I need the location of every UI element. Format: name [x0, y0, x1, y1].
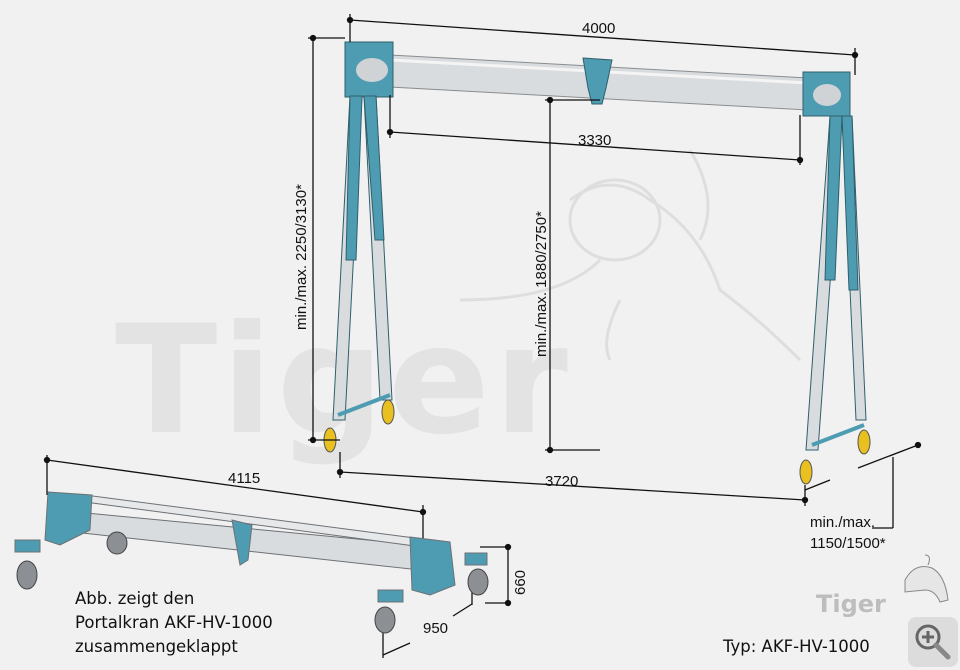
dim-height-inner: min./max. 1880/2750*	[533, 211, 550, 357]
folded-crane	[14, 491, 488, 603]
dim-inner-width: 3330	[578, 132, 611, 149]
logo-tiger-icon	[904, 554, 949, 603]
dim-folded-length: 4115	[228, 470, 260, 487]
caption-line: zusammengeklappt	[75, 637, 238, 656]
caption-line: Abb. zeigt den	[75, 589, 195, 608]
dim-folded-width: 950	[423, 620, 448, 637]
left-legs	[332, 95, 393, 421]
zoom-button[interactable]	[908, 617, 958, 667]
zoom-in-icon	[915, 624, 951, 660]
dim-overall-width: 4000	[582, 20, 615, 37]
right-legs	[805, 115, 867, 451]
dim-height-outer: min./max. 2250/3130*	[293, 184, 310, 330]
dim-base-label: min./max.	[810, 514, 875, 531]
caption-line: Portalkran AKF-HV-1000	[75, 613, 273, 632]
folded-crane-wheels	[16, 531, 489, 634]
dim-base-value: 1150/1500*	[810, 535, 886, 552]
logo-text: Tiger	[816, 590, 886, 618]
folded-caption: Abb. zeigt den Portalkran AKF-HV-1000 zu…	[75, 587, 273, 659]
trolley	[582, 57, 613, 105]
dim-track-width: 3720	[545, 473, 578, 490]
dim-folded-height: 660	[512, 570, 529, 595]
watermark-tiger-icon	[459, 149, 802, 362]
type-label: Typ: AKF-HV-1000	[723, 637, 870, 656]
dimension-lines	[43, 14, 922, 658]
